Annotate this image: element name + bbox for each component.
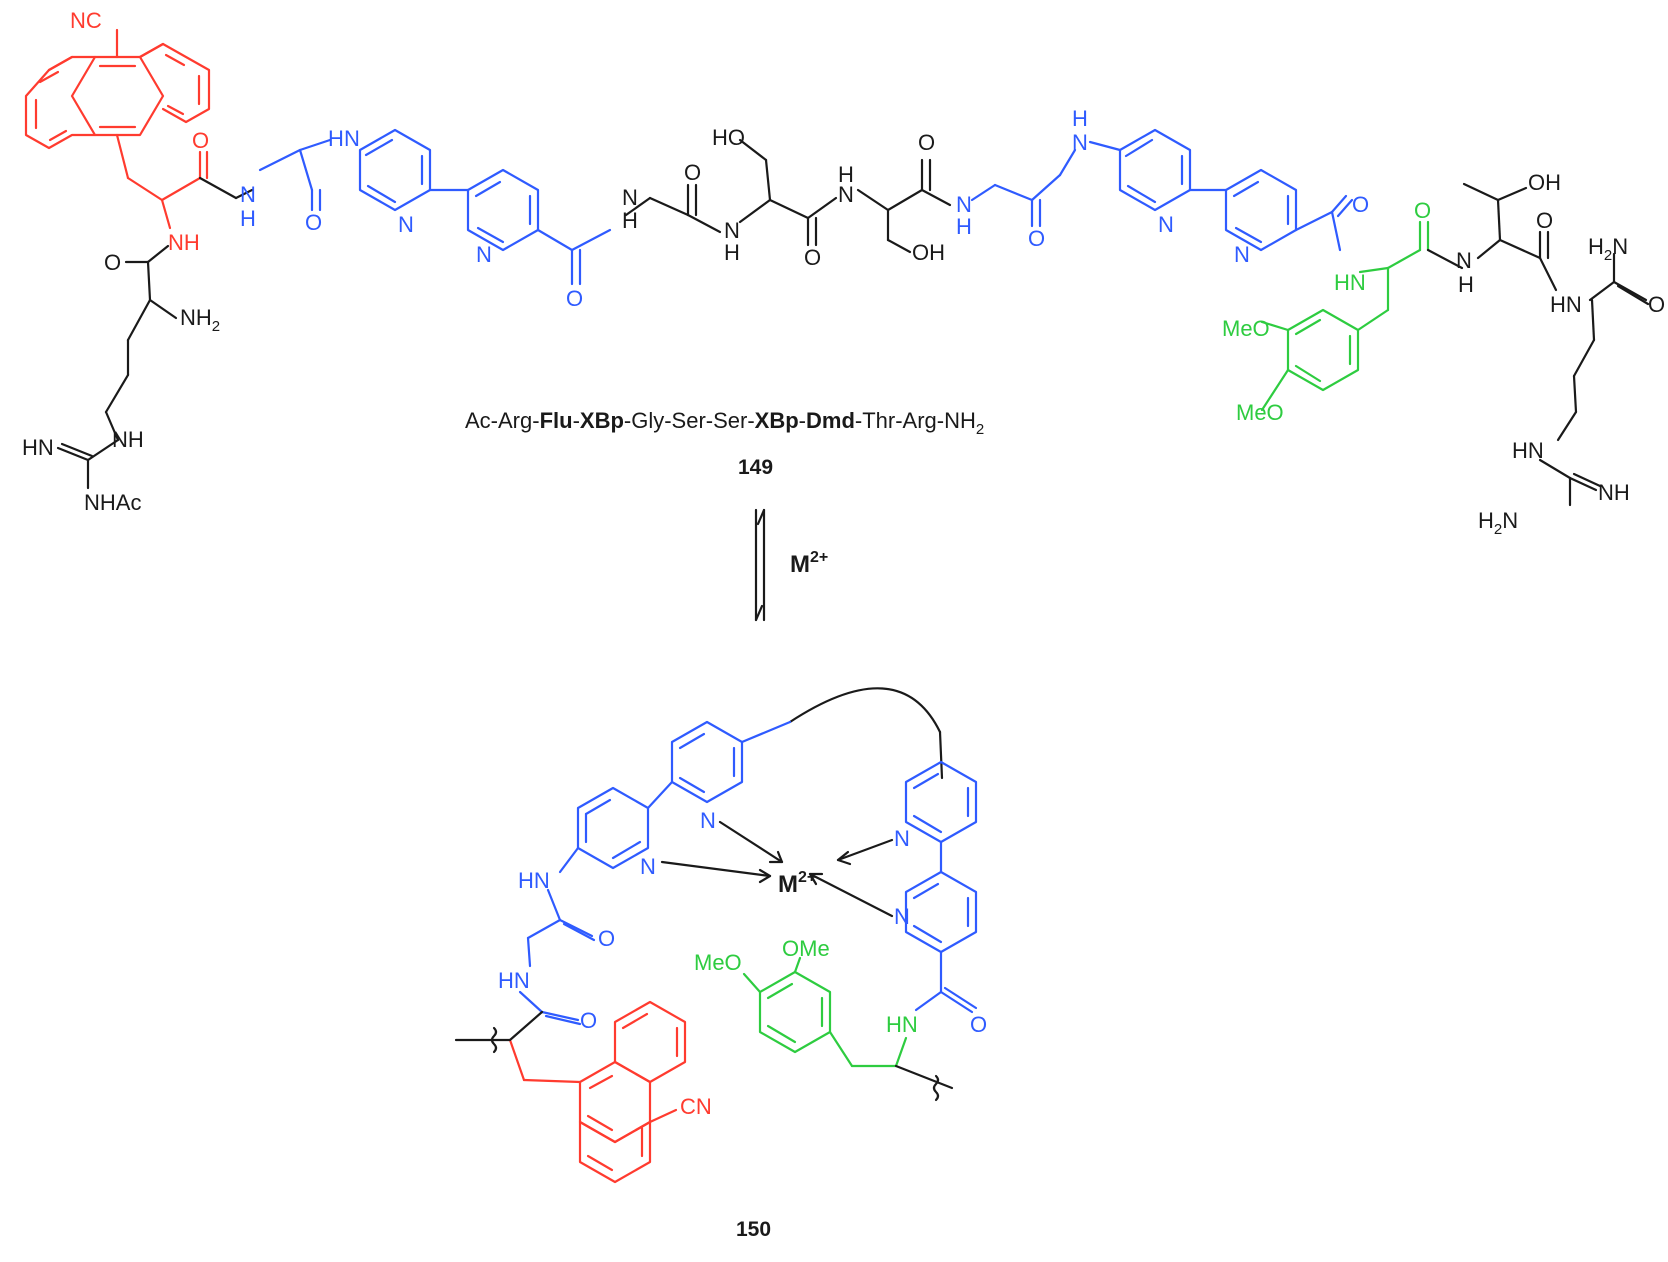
- label-o1: O: [598, 926, 615, 951]
- label-n3: N: [894, 826, 910, 851]
- label-o-arg: O: [104, 250, 121, 275]
- label-o-bp1: O: [566, 286, 583, 311]
- label-oh-ser2: OH: [912, 240, 945, 265]
- label-hn-guan: HN: [22, 435, 54, 460]
- label-n-bp2b: N: [1234, 242, 1250, 267]
- label-o2: O: [580, 1008, 597, 1033]
- dimethoxyphenyl-bottom: [742, 956, 908, 1068]
- label-hn3: HN: [886, 1012, 918, 1037]
- label-nh-ser2: N: [838, 182, 854, 207]
- label-hn-arg2: HN: [1550, 292, 1582, 317]
- label-o-amide: O: [1648, 292, 1665, 317]
- arginine-1: [56, 176, 238, 490]
- metal-center: M2+: [778, 869, 816, 898]
- label-h2n-guan2: H2N: [1478, 508, 1518, 538]
- compound-number-149: 149: [738, 456, 773, 479]
- label-o-ser2: O: [918, 130, 935, 155]
- label-o-red: O: [192, 128, 209, 153]
- gly-ser-ser: [624, 138, 952, 254]
- label-h-ser1: H: [724, 240, 740, 265]
- label-o3: O: [970, 1012, 987, 1037]
- label-nh-guan: NH: [112, 427, 144, 452]
- anthracene-fluorophore-bottom: [508, 1000, 687, 1184]
- label-n-bp2a: N: [1158, 212, 1174, 237]
- label-o-thr: O: [1536, 208, 1553, 233]
- bipyridine-unit-1: [234, 128, 612, 286]
- compound-150-structure: N N HN O HN O N N O: [454, 687, 987, 1241]
- dimethoxyphenylalanine: [1260, 220, 1430, 412]
- label-nhac: NHAc: [84, 490, 141, 515]
- label-o-grn: O: [1414, 198, 1431, 223]
- label-nc: NC: [70, 8, 102, 33]
- equilibrium-reverse-head: [756, 508, 766, 526]
- label-nh-guan2: NH: [1598, 480, 1630, 505]
- label-n-bp1b: N: [398, 212, 414, 237]
- peptide-sequence: Ac-Arg-Flu-XBp-Gly-Ser-Ser-XBp-Dmd-Thr-A…: [465, 408, 984, 438]
- loop-to-bpy2: [938, 730, 944, 780]
- label-hn-guan2: HN: [1512, 438, 1544, 463]
- label-hn2: HN: [498, 968, 530, 993]
- label-oh-thr: OH: [1528, 170, 1561, 195]
- label-nh-ser1: N: [724, 218, 740, 243]
- label-n-bp1c: N: [476, 242, 492, 267]
- label-h-thr: H: [1458, 272, 1474, 297]
- label-o-bp2: O: [1352, 192, 1369, 217]
- label-o-blue1: O: [305, 210, 322, 235]
- thr-arg-amide: [1426, 182, 1650, 507]
- compound-149-structure: NC NH O O NH2 NH HN NHAc: [22, 8, 1665, 538]
- label-h-blue1: H: [240, 206, 256, 231]
- label-nh-blue2: N: [956, 192, 972, 217]
- label-nh-bp1: H: [328, 126, 344, 151]
- bipyridine-a: [518, 720, 792, 1026]
- label-h-blue2: H: [956, 214, 972, 239]
- equilibrium-arrow: M2+: [754, 508, 828, 622]
- equilibrium-forward-head: [754, 604, 764, 622]
- label-nh-bp2: N: [1072, 130, 1088, 155]
- label-hn1: HN: [518, 868, 550, 893]
- equilibrium-reagent-label: M2+: [790, 549, 828, 578]
- label-h-gly: H: [622, 208, 638, 233]
- label-h-bp2: H: [1072, 106, 1088, 131]
- label-hn-grn: HN: [1334, 270, 1366, 295]
- label-cn: CN: [680, 1094, 712, 1119]
- coordination-bonds: [660, 820, 894, 918]
- label-ome: OMe: [782, 936, 830, 961]
- label-n-bp1: N: [344, 126, 360, 151]
- label-meo: MeO: [694, 950, 742, 975]
- label-meo2: MeO: [1236, 400, 1284, 425]
- compound-number-150: 150: [736, 1218, 771, 1241]
- label-o-blue2: O: [1028, 226, 1045, 251]
- label-n4: N: [894, 904, 910, 929]
- bipyridine-b: [904, 760, 978, 1014]
- label-nh-red: NH: [168, 230, 200, 255]
- label-o-gly: O: [684, 160, 701, 185]
- label-oh-ser1: HO: [712, 125, 745, 150]
- label-n2: N: [640, 854, 656, 879]
- label-meo1: MeO: [1222, 316, 1270, 341]
- label-h2n-amide: H2N: [1588, 234, 1628, 264]
- truncated-chain-bonds: [454, 1026, 954, 1102]
- label-nh-blue1: N: [240, 182, 256, 207]
- anthracene-fluorophore: [24, 28, 211, 230]
- label-nh2-a: NH2: [180, 305, 220, 335]
- backbone-loop: [788, 687, 942, 734]
- label-h-ser2: H: [838, 162, 854, 187]
- bipyridine-unit-2: [970, 128, 1354, 252]
- label-n1: N: [700, 808, 716, 833]
- label-o-ser1: O: [804, 245, 821, 270]
- label-nh-gly: N: [622, 185, 638, 210]
- label-nh-thr: N: [1456, 248, 1472, 273]
